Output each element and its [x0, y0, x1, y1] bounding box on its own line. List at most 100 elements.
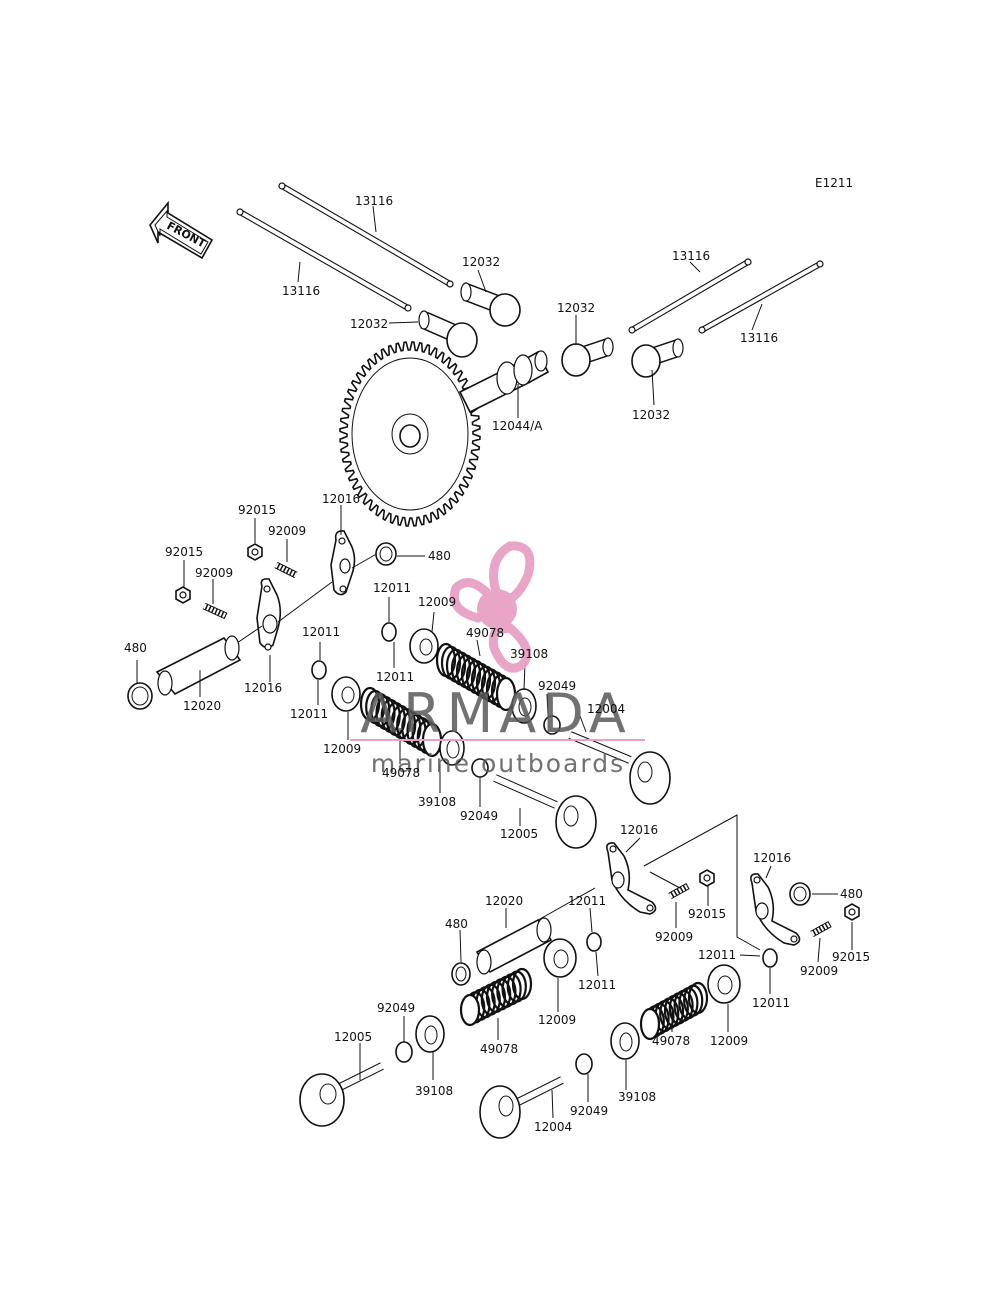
part-label: 12016 — [244, 681, 282, 695]
part-label: 12016 — [620, 823, 658, 837]
pivot — [311, 660, 327, 680]
part-label: 92015 — [165, 545, 203, 559]
part-label: 12009 — [710, 1034, 748, 1048]
tappet — [418, 310, 478, 358]
part-label: 92049 — [570, 1104, 608, 1118]
part-label: 12032 — [350, 317, 388, 331]
lock-nut — [699, 869, 715, 887]
part-label: 12032 — [632, 408, 670, 422]
part-label: 12011 — [698, 948, 736, 962]
part-label: 12005 — [334, 1030, 372, 1044]
front-direction-arrow-icon: FRONT — [149, 200, 214, 260]
part-label: 92049 — [377, 1001, 415, 1015]
part-label: 12020 — [183, 699, 221, 713]
part-label: 13116 — [672, 249, 710, 263]
adjusting-screw — [202, 602, 228, 620]
spring-retainer — [409, 628, 439, 664]
valve-stem-seal — [543, 715, 561, 735]
intake-valve — [479, 1076, 564, 1139]
part-label: 12032 — [462, 255, 500, 269]
part-label: 92015 — [832, 950, 870, 964]
part-labels: 13116 13116 13116 13116 12032 12032 1203… — [124, 194, 870, 1134]
circlip — [451, 962, 471, 986]
circlip — [375, 542, 397, 566]
spring-retainer — [543, 938, 577, 978]
part-label: 13116 — [282, 284, 320, 298]
diagram-code: E1211 — [815, 176, 853, 190]
part-label: 49078 — [652, 1034, 690, 1048]
part-label: 92009 — [195, 566, 233, 580]
part-label: 12011 — [376, 670, 414, 684]
circlip — [127, 682, 153, 710]
lock-nut — [844, 903, 860, 921]
part-label: 12016 — [322, 492, 360, 506]
spring-retainer — [707, 964, 741, 1004]
push-rod — [628, 258, 752, 334]
part-label: 92015 — [238, 503, 276, 517]
valve-stem-seal — [395, 1041, 413, 1063]
valve-spring — [459, 967, 533, 1027]
circlip — [789, 882, 811, 906]
valve-spring — [639, 981, 709, 1041]
watermark-brand: ARMADA — [360, 682, 632, 745]
part-label: 12011 — [290, 707, 328, 721]
part-label: 12004 — [534, 1120, 572, 1134]
leader-lines — [136, 205, 853, 1119]
part-label: 49078 — [382, 766, 420, 780]
rocker-arm — [606, 842, 657, 915]
valve-stem-seal — [471, 758, 489, 778]
part-label: 92049 — [460, 809, 498, 823]
valve-spring — [435, 642, 517, 712]
spring-seat — [415, 1015, 445, 1053]
push-rod — [278, 182, 454, 288]
tappet — [631, 338, 684, 378]
lock-nut — [247, 543, 263, 561]
adjusting-screw — [810, 920, 832, 938]
part-label: 12011 — [578, 978, 616, 992]
rocker-arm — [256, 578, 282, 651]
rocker-arm — [330, 530, 356, 596]
rocker-shaft — [475, 917, 553, 975]
part-label: 12011 — [302, 625, 340, 639]
armada-logo — [449, 541, 535, 673]
pivot — [762, 948, 778, 968]
spring-retainer — [331, 676, 361, 712]
part-label: 39108 — [415, 1084, 453, 1098]
adjusting-screw — [668, 882, 690, 900]
part-label: 480 — [428, 549, 451, 563]
part-label: 480 — [124, 641, 147, 655]
part-label: 13116 — [355, 194, 393, 208]
part-label: 92009 — [655, 930, 693, 944]
watermark-tagline: marine outboards — [371, 749, 625, 778]
part-label: 12032 — [557, 301, 595, 315]
part-label: 49078 — [480, 1042, 518, 1056]
part-label: 12020 — [485, 894, 523, 908]
pivot — [381, 622, 397, 642]
adjusting-screw — [274, 561, 298, 579]
part-label: 12011 — [568, 894, 606, 908]
part-label: 12004 — [587, 702, 625, 716]
camshaft-gear — [339, 341, 481, 527]
pivot — [586, 932, 602, 952]
part-label: 39108 — [418, 795, 456, 809]
part-label: 12011 — [373, 581, 411, 595]
part-label: 480 — [445, 917, 468, 931]
part-label: 92015 — [688, 907, 726, 921]
rocker-arm — [750, 873, 801, 946]
part-label: 12009 — [418, 595, 456, 609]
part-label: 12016 — [753, 851, 791, 865]
push-rod — [236, 208, 412, 312]
part-label: 12005 — [500, 827, 538, 841]
part-label: 39108 — [510, 647, 548, 661]
camshaft — [458, 350, 550, 414]
part-label: 39108 — [618, 1090, 656, 1104]
exhaust-valve — [299, 1062, 384, 1127]
part-label: 12009 — [538, 1013, 576, 1027]
valve-stem-seal — [575, 1053, 593, 1075]
spring-seat — [610, 1022, 640, 1060]
part-label: 12009 — [323, 742, 361, 756]
tappet — [561, 337, 614, 377]
part-label: 92049 — [538, 679, 576, 693]
